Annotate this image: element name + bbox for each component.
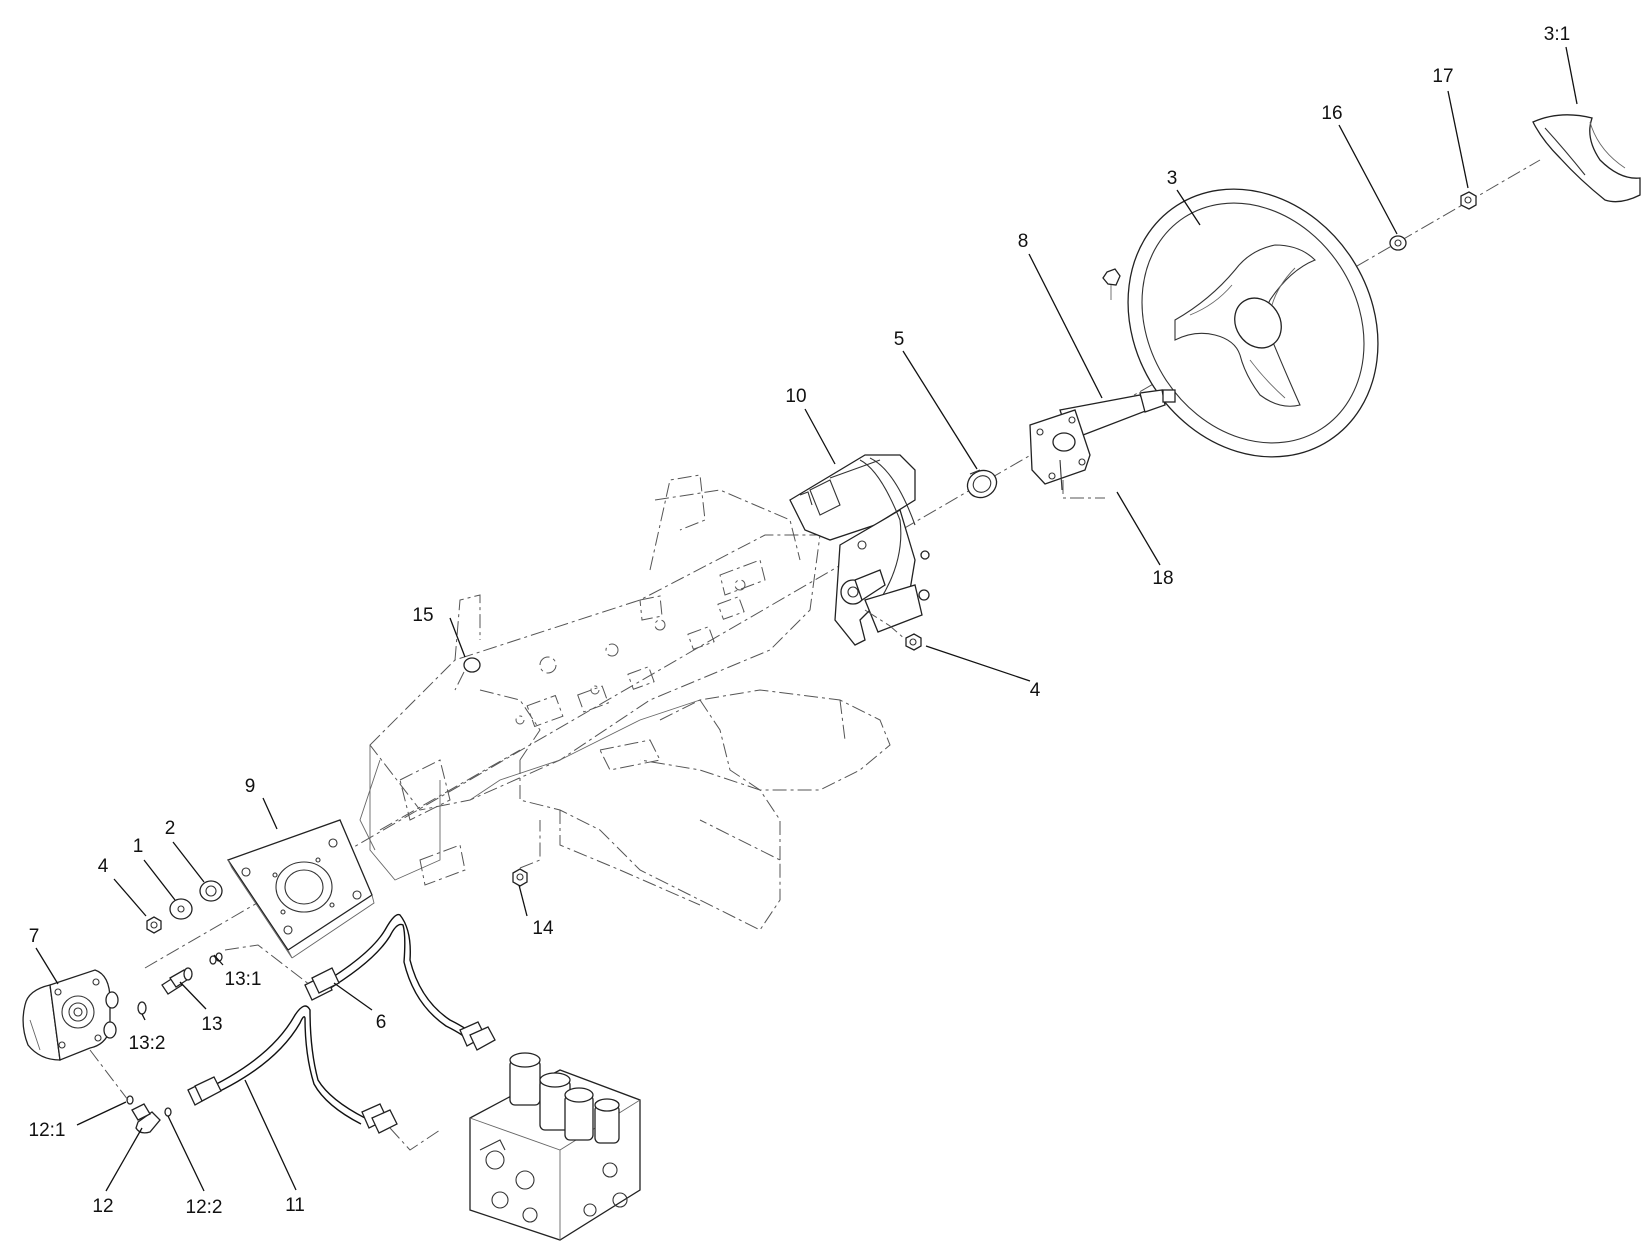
bolt-part-14 [512, 820, 541, 887]
mounting-plate-part-9 [226, 819, 375, 959]
nut-part-17 [1460, 191, 1477, 210]
callout-11: 11 [285, 1195, 305, 1216]
callout-14: 14 [532, 918, 554, 939]
seal-part-12-2 [164, 1107, 172, 1117]
callout-13-2: 13:2 [129, 1033, 166, 1054]
callout-5: 5 [894, 329, 905, 350]
callout-15: 15 [412, 605, 433, 626]
hydraulic-hose-part-11 [187, 1005, 441, 1151]
callout-13: 13 [201, 1014, 222, 1035]
callout-12: 12 [92, 1196, 113, 1217]
callout-7: 7 [29, 926, 40, 947]
bolt-part-15 [454, 657, 481, 691]
o-ring-part-13-2 [137, 1001, 147, 1015]
callout-17: 17 [1432, 66, 1453, 87]
callout-18: 18 [1152, 568, 1173, 589]
callout-4-upper: 4 [1030, 680, 1041, 701]
callout-13-1: 13:1 [225, 969, 262, 990]
callout-3-1: 3:1 [1544, 24, 1570, 45]
callout-16: 16 [1321, 103, 1342, 124]
spacer-part-2 [199, 880, 223, 902]
hydraulic-manifold [469, 1052, 641, 1241]
callout-4-lower: 4 [98, 856, 109, 877]
frame-pedestal [359, 474, 891, 931]
callout-6: 6 [376, 1012, 387, 1033]
steering-column-part-8 [1029, 389, 1176, 491]
nut-part-4-lower [146, 916, 162, 934]
washer-part-16 [1389, 235, 1407, 251]
steering-wheel-part-3 [1127, 188, 1379, 458]
callout-2: 2 [165, 818, 176, 839]
washer-part-1 [169, 898, 193, 920]
steering-valve-part-7 [22, 969, 119, 1061]
callout-12-2: 12:2 [186, 1197, 223, 1218]
leader-lines [35, 46, 1578, 1192]
callout-10: 10 [785, 386, 806, 407]
callout-8: 8 [1018, 231, 1029, 252]
callout-12-1: 12:1 [29, 1120, 66, 1141]
callout-1: 1 [133, 836, 144, 857]
callout-9: 9 [245, 776, 256, 797]
hydraulic-hose-part-6 [224, 913, 496, 1051]
seal-part-12-1 [126, 1095, 134, 1105]
bearing-part-5 [966, 469, 998, 499]
callout-labels: 3:1 17 16 3 8 5 10 18 4 15 14 9 4 1 2 7 … [29, 24, 1571, 1218]
bolt-part-18 [1062, 268, 1121, 499]
elbow-fitting-part-12 [131, 1103, 161, 1134]
hub-cap-part-3-1 [1532, 114, 1641, 203]
nut-part-4-upper [864, 609, 922, 651]
callout-3: 3 [1167, 168, 1178, 189]
elbow-axis-line [89, 1049, 129, 1101]
tilt-bracket-part-10 [789, 454, 930, 646]
